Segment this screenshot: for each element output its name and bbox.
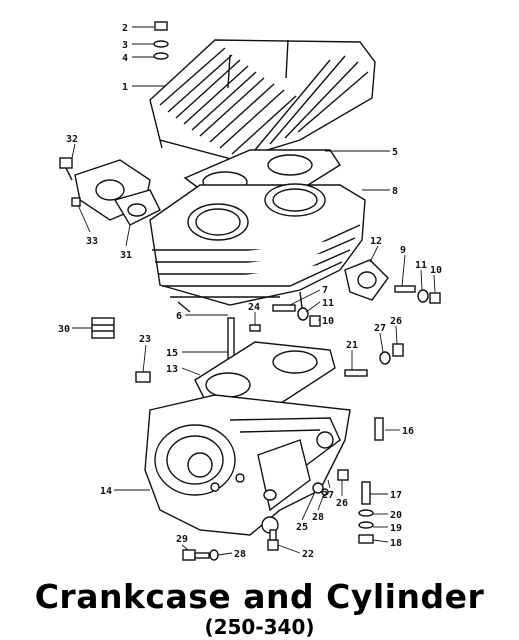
page-title: Crankcase and Cylinder — [34, 577, 485, 616]
exploded-parts-diagram: 2 3 4 1 5 8 32 33 31 12 9 11 10 7 11 10 … — [58, 21, 442, 561]
locating-pin — [374, 417, 384, 441]
callout-2: 2 — [122, 23, 128, 34]
callout-19: 19 — [390, 523, 402, 534]
callout-1: 1 — [122, 82, 128, 93]
page-subtitle: (250-340) — [204, 615, 315, 639]
callout-labels: 2 3 4 1 5 8 32 33 31 12 9 11 10 7 11 10 … — [58, 23, 442, 560]
callout-15: 15 — [166, 348, 178, 359]
callout-18: 18 — [390, 538, 402, 549]
stud-washers-nut-bottom — [358, 481, 374, 544]
callout-22: 22 — [302, 549, 314, 560]
callout-27-lower: 27 — [322, 490, 334, 501]
callout-30: 30 — [58, 324, 70, 335]
base-gasket — [194, 341, 336, 406]
callout-29: 29 — [176, 534, 188, 545]
callout-5: 5 — [392, 147, 398, 158]
stud-washer-nut-right — [394, 285, 441, 304]
callout-32: 32 — [66, 134, 78, 145]
callout-9: 9 — [400, 245, 406, 256]
callout-20: 20 — [390, 510, 402, 521]
callout-7: 7 — [322, 285, 328, 296]
callout-3: 3 — [122, 40, 128, 51]
callout-27-upper: 27 — [374, 323, 386, 334]
callout-10-center: 10 — [322, 316, 334, 327]
callout-8: 8 — [392, 186, 398, 197]
callout-10-right: 10 — [430, 265, 442, 276]
dowel-pin — [249, 324, 261, 332]
callout-33: 33 — [86, 236, 98, 247]
leader-lines — [71, 26, 436, 556]
callout-11-right: 11 — [415, 260, 427, 271]
small-hardware — [312, 469, 349, 496]
callout-26-lower: 26 — [336, 498, 348, 509]
reed-block — [91, 317, 115, 339]
drain-plug — [135, 371, 151, 383]
callout-16: 16 — [402, 426, 414, 437]
stud-washer-nut-center — [272, 304, 321, 327]
cylinder-block — [149, 183, 366, 313]
exhaust-manifold — [59, 157, 161, 226]
callout-25: 25 — [296, 522, 308, 533]
callout-23: 23 — [139, 334, 151, 345]
callout-28-lower: 28 — [234, 549, 246, 560]
callout-17: 17 — [390, 490, 402, 501]
cylinder-head — [149, 39, 376, 168]
intake-flange — [344, 259, 389, 301]
head-nut-stack — [153, 21, 169, 60]
callout-24: 24 — [248, 302, 260, 313]
callout-12: 12 — [370, 236, 382, 247]
callout-26-upper: 26 — [390, 316, 402, 327]
callout-21: 21 — [346, 340, 358, 351]
crankcase — [144, 394, 351, 536]
drain-fitting — [267, 529, 279, 551]
callout-11-center: 11 — [322, 298, 334, 309]
callout-4: 4 — [122, 53, 128, 64]
callout-13: 13 — [166, 364, 178, 375]
stud-washer-nut-crankcase — [344, 343, 404, 377]
callout-28-mid: 28 — [312, 512, 324, 523]
callout-31: 31 — [120, 250, 132, 261]
callout-6: 6 — [176, 311, 182, 322]
bolt-and-washer-lower — [182, 549, 219, 561]
callout-14: 14 — [100, 486, 112, 497]
